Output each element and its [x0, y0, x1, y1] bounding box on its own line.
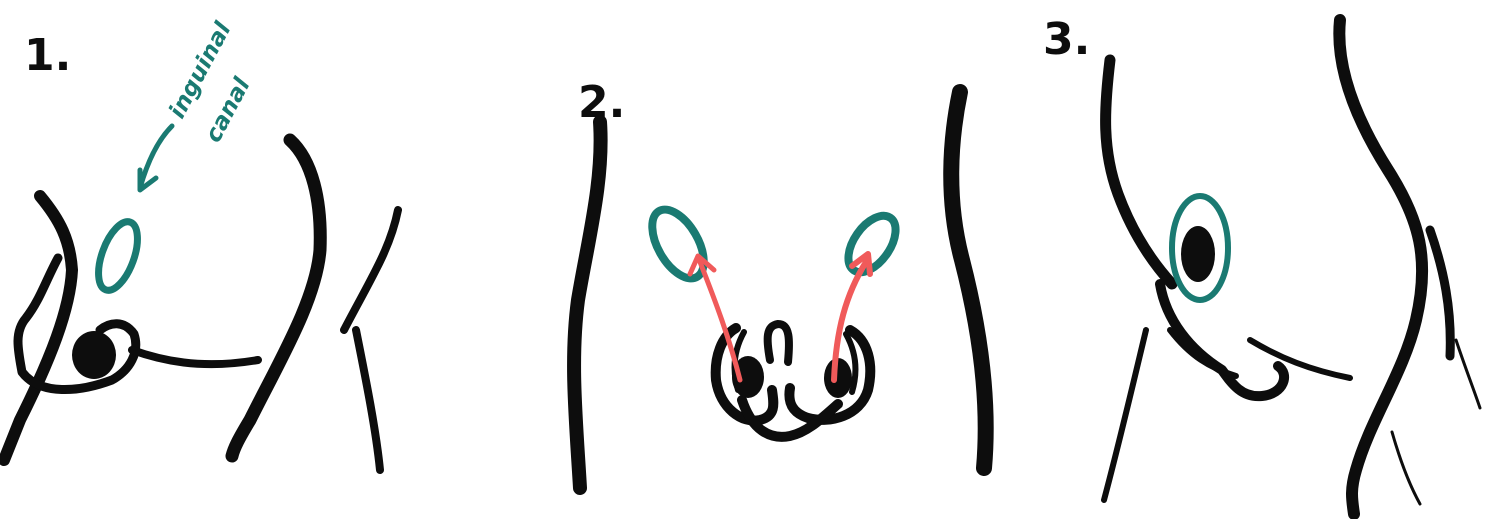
body-contour-left: [4, 196, 72, 460]
testis-3: [1181, 226, 1215, 282]
panel-2: 2.: [574, 77, 986, 488]
thigh-contour-far-right: [1430, 230, 1450, 356]
body-contour-right: [1339, 20, 1422, 514]
inguinal-canal-ring: [91, 217, 146, 296]
thigh-left: [574, 122, 601, 488]
step-number-3: 3.: [1043, 14, 1090, 65]
testis-2-right: [824, 358, 852, 398]
penis-outline: [768, 324, 789, 362]
leg-line-left: [1104, 330, 1146, 500]
groin-contour: [1106, 60, 1172, 284]
step-number-1: 1.: [24, 30, 71, 81]
thigh-contour-right: [232, 140, 320, 456]
leg-contour-lower: [356, 330, 380, 470]
thigh-thin-line: [1456, 340, 1480, 408]
inner-leg-line: [1392, 432, 1420, 504]
panel-3: 3.: [1043, 14, 1480, 514]
panel-1: 1. inguinal canal: [4, 17, 398, 470]
thigh-right: [951, 92, 986, 468]
testis-1: [72, 331, 116, 379]
annotation-arrowhead: [140, 170, 156, 190]
penis-3-line: [1250, 340, 1350, 378]
lower-contour-line: [132, 350, 258, 364]
annotation-canal: canal: [200, 73, 256, 147]
leg-contour-right: [344, 210, 398, 330]
